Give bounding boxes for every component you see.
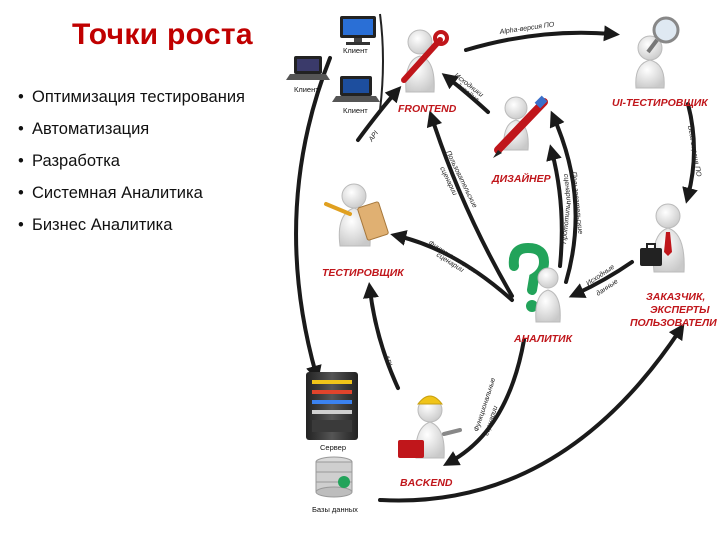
- client-label-1: Клиент: [343, 46, 368, 55]
- bullet-text: Системная Аналитика: [32, 184, 203, 202]
- clients-bracket: [379, 13, 384, 111]
- bullet-text: Разработка: [32, 152, 120, 170]
- bullet-item: •Системная Аналитика: [18, 184, 203, 202]
- bullet-text: Оптимизация тестирования: [32, 88, 245, 106]
- databases-label: Базы данных: [312, 505, 358, 514]
- node-label-tester: ТЕСТИРОВЩИК: [322, 267, 405, 279]
- node-label-analyst: АНАЛИТИК: [513, 333, 574, 345]
- bullet-text: Бизнес Аналитика: [32, 216, 173, 234]
- hard-hat-icon: [416, 395, 444, 405]
- briefcase-icon: [640, 248, 662, 266]
- database-icon: [315, 456, 353, 498]
- slide-title: Точки роста: [72, 18, 253, 51]
- node-label-designer: ДИЗАЙНЕР: [491, 172, 552, 185]
- bullet-text: Автоматизация: [32, 120, 150, 138]
- arrow-beta: [682, 102, 698, 204]
- tester-figure: [324, 183, 389, 247]
- edge-label-functional-1: Функциональные: [427, 240, 478, 276]
- bullet-list: •Оптимизация тестирования •Автоматизация…: [18, 86, 245, 246]
- checklist-icon: [357, 201, 389, 241]
- arrow-source-data: [568, 260, 634, 298]
- node-label-customer-3: ПОЛЬЗОВАТЕЛИ: [630, 317, 717, 329]
- frontend-figure: [401, 29, 449, 93]
- client-label-2: Клиент: [294, 85, 319, 94]
- arrow-functional-scenarios: [390, 230, 514, 302]
- pencil-icon: [494, 98, 548, 154]
- client-label-3: Клиент: [343, 106, 368, 115]
- node-label-frontend: FRONTEND: [398, 103, 457, 115]
- edge-label-user-scenarios-right-2: сценарии: [562, 173, 572, 204]
- bullet-item: •Разработка: [18, 152, 120, 170]
- desktop-icon: [340, 16, 376, 45]
- toolbox-icon: [398, 440, 424, 458]
- bullet-item: •Автоматизация: [18, 120, 150, 138]
- node-label-backend: BACKEND: [400, 477, 453, 489]
- edge-label-api-bottom: API: [382, 353, 393, 367]
- arrow-alpha: [464, 25, 620, 52]
- analyst-figure: [508, 242, 561, 323]
- laptop-icon: [286, 56, 330, 80]
- arrow-left-loop: [294, 56, 332, 382]
- tie-icon: [664, 232, 672, 256]
- laptop-icon: [332, 76, 380, 102]
- arrow-design-sources: [441, 73, 490, 114]
- server-label: Сервер: [320, 443, 346, 452]
- designer-figure: [493, 95, 548, 158]
- backend-figure: [398, 395, 462, 459]
- bullet-item: •Бизнес Аналитика: [18, 216, 173, 234]
- edge-label-beta: Beta-версия ПО: [686, 125, 702, 178]
- arrows: [294, 25, 698, 503]
- arrow-api-bottom: [363, 282, 400, 390]
- arrow-api-top: [356, 86, 402, 142]
- arrow-functional-backend: [442, 338, 526, 466]
- customer-figure: [640, 203, 685, 273]
- arrow-user-scenarios: [426, 110, 514, 298]
- arrow-bottom-loop: [378, 323, 685, 503]
- node-label-customer-1: ЗАКАЗЧИК,: [646, 291, 705, 303]
- clients-group: Клиент Клиент Клиент: [286, 13, 384, 115]
- wrench-icon: [401, 37, 443, 83]
- edge-label-api-top: API: [367, 130, 380, 144]
- arrow-user-scenarios-right: [549, 110, 578, 284]
- server-icon: [306, 372, 358, 440]
- ui-tester-figure: [635, 16, 680, 89]
- arrow-prototypes: [546, 144, 564, 268]
- bullet-item: •Оптимизация тестирования: [18, 88, 245, 106]
- node-label-ui-tester: UI-ТЕСТИРОВЩИК: [612, 97, 709, 109]
- node-label-customer-2: ЭКСПЕРТЫ: [650, 304, 710, 316]
- edge-label-prototypes: Прототипы: [561, 202, 572, 245]
- magnifier-icon: [652, 16, 680, 44]
